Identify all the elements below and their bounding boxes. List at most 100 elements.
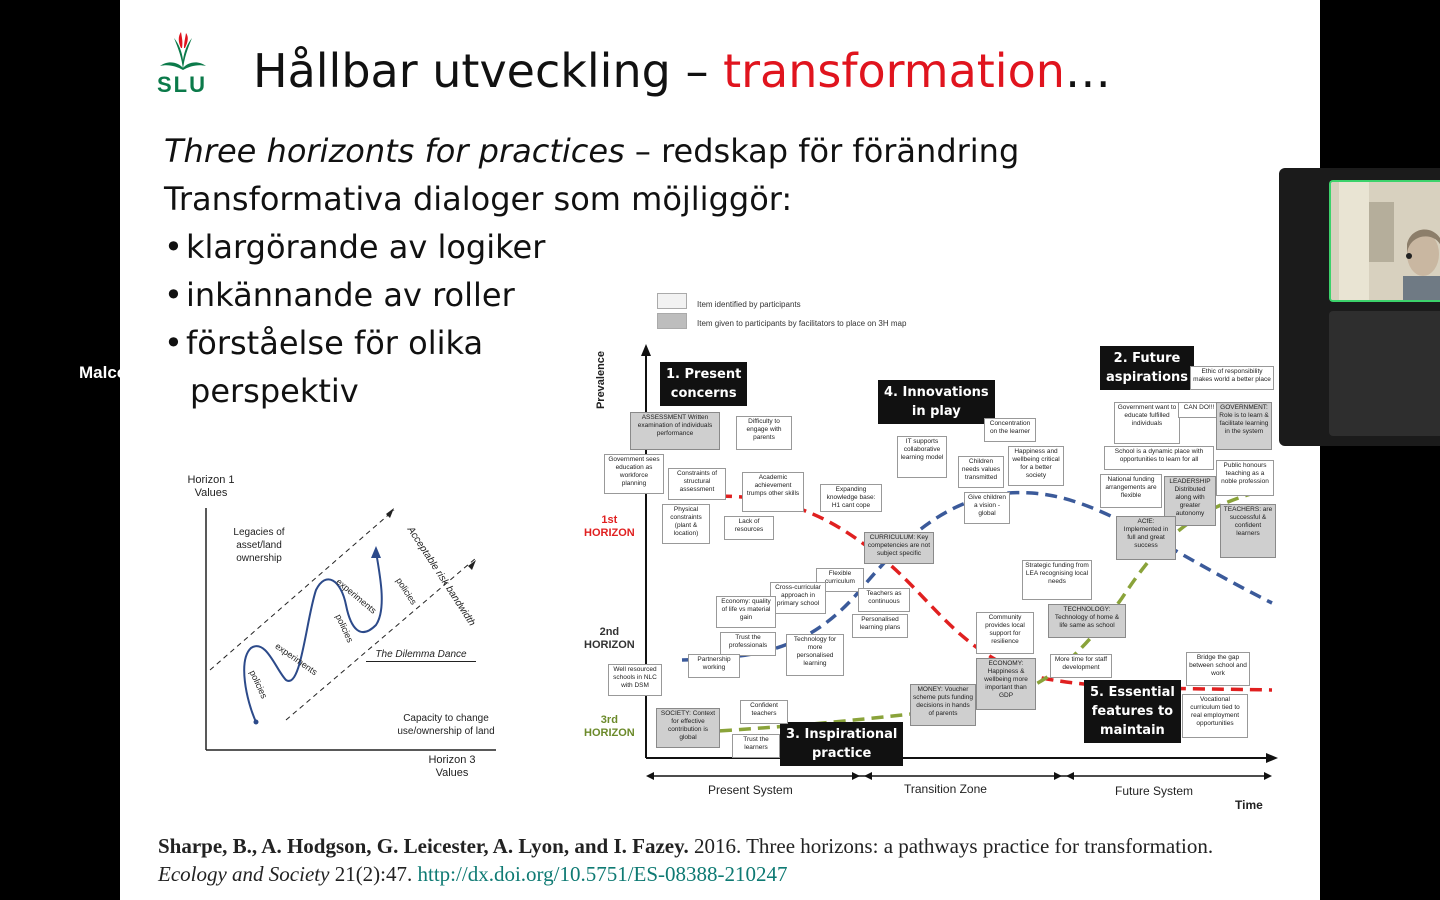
note: TEACHERS: are successful & confident lea… (1220, 504, 1276, 558)
logo-text: SLU (157, 72, 207, 97)
three-horizons-diagram: Item identified by participants Item giv… (582, 288, 1282, 818)
citation-journal: Ecology and Society (158, 862, 330, 886)
legacies-label: Legacies of asset/land ownership (233, 527, 285, 564)
horizon1-label: Horizon 1 Values (187, 474, 235, 499)
zone-present: Present System (708, 783, 793, 797)
title-main: Hållbar utveckling – (253, 44, 724, 98)
participant-video (1331, 182, 1440, 300)
note: CAN DO!!! (1178, 402, 1220, 418)
slide-title: Hållbar utveckling – transformation… (253, 44, 1111, 98)
note: Community provides local support for res… (976, 612, 1034, 654)
note: Expanding knowledge base: H1 cant cope (820, 484, 882, 512)
label-essential-features: 5. Essential features to maintain (1084, 680, 1181, 743)
note: Trust the professionals (720, 632, 776, 656)
zone-transition: Transition Zone (904, 782, 987, 796)
note: Partnership working (688, 654, 740, 678)
participant-name-tile[interactable] (1329, 311, 1440, 436)
legend-swatch-participants (657, 293, 687, 309)
bullet-3-continuation: perspektiv (190, 372, 359, 410)
participant-video-tile[interactable] (1329, 180, 1440, 302)
note: Confident teachers (740, 700, 788, 724)
bullet-text: klargörande av logiker (186, 228, 546, 266)
note: Give children a vision - global (964, 492, 1010, 524)
bullet-dot: • (164, 324, 183, 362)
note: Government sees education as workforce p… (604, 454, 664, 494)
label-innovations: 4. Innovations in play (878, 380, 995, 424)
dilemma-dance-lines (205, 508, 496, 751)
note: Physical constraints (plant & location) (662, 504, 710, 544)
note: Teachers as continuous (858, 588, 910, 612)
note: GOVERNMENT: Role is to learn & facilitat… (1216, 402, 1272, 450)
note: Economy: quality of life vs material gai… (716, 596, 776, 628)
bullet-dot: • (164, 228, 183, 266)
dilemma-label: The Dilemma Dance (366, 648, 476, 662)
note: IT supports collaborative learning model (897, 436, 947, 478)
body-line-1: Three horizonts for practices – redskap … (164, 132, 1019, 170)
label-present-concerns: 1. Present concerns (660, 362, 748, 406)
note: Cross-curricular approach in primary sch… (770, 582, 826, 614)
dilemma-dance-diagram: Horizon 1 Values Legacies of asset/land … (176, 470, 526, 790)
note: ECONOMY: Happiness & wellbeing more impo… (976, 658, 1036, 710)
bullet-3: •förståelse för olika (164, 324, 483, 362)
note: Difficulty to engage with parents (736, 416, 792, 450)
note: SOCIETY: Context for effective contribut… (656, 708, 720, 748)
note: Government want to educate fulfilled ind… (1114, 402, 1180, 444)
video-panel (1279, 168, 1440, 446)
note: More time for staff development (1050, 654, 1112, 678)
note: Concentration on the learner (984, 418, 1036, 442)
note: Children needs values transmitted (958, 456, 1004, 488)
citation-volume: 21(2):47. (329, 862, 418, 886)
note: Lack of resources (724, 516, 774, 540)
line1-italic: Three horizonts for practices (164, 132, 625, 170)
note: Bridge the gap between school and work (1186, 652, 1250, 686)
slu-logo (160, 32, 206, 70)
note: School is a dynamic place with opportuni… (1104, 446, 1214, 470)
horizon-2-label: 2nd HORIZON (584, 626, 635, 651)
note: Happiness and wellbeing critical for a b… (1008, 446, 1064, 486)
note: CURRICULUM: Key competencies are not sub… (864, 532, 934, 564)
note: MONEY: Voucher scheme puts funding decis… (910, 684, 976, 726)
horizon3-label: Horizon 3 Values (428, 754, 476, 779)
title-accent: transformation (723, 44, 1065, 98)
bullet-text: inkännande av roller (186, 276, 515, 314)
presentation-slide: SLU Hållbar utveckling – transformation…… (120, 0, 1320, 900)
y-axis-label: Prevalence (595, 350, 608, 410)
label-future-aspirations: 2. Future aspirations (1100, 346, 1195, 390)
legend-facilitators: Item given to participants by facilitato… (697, 319, 907, 328)
note: Personalised learning plans (852, 614, 908, 638)
note: Vocational curriculum tied to real emplo… (1182, 694, 1248, 738)
note: Academic achievement trumps other skills (742, 472, 804, 512)
horizon-3-label: 3rd HORIZON (584, 714, 635, 739)
line1-rest: – redskap för förändring (624, 132, 1020, 170)
citation-authors: Sharpe, B., A. Hodgson, G. Leicester, A.… (158, 834, 689, 858)
note: LEADERSHIP Distributed along with greate… (1164, 476, 1216, 526)
note: Strategic funding from LEA recognising l… (1022, 560, 1092, 600)
horizon-1-label: 1st HORIZON (584, 514, 635, 539)
note: Well resourced schools in NLC with DSM (608, 664, 662, 696)
note: TECHNOLOGY: Technology of home & life sa… (1048, 604, 1126, 638)
note: ACfE: Implemented in full and great succ… (1116, 516, 1176, 560)
zone-future: Future System (1115, 784, 1194, 798)
x-axis-label: Time (1235, 798, 1263, 812)
citation-link[interactable]: http://dx.doi.org/10.5751/ES-08388-21024… (417, 862, 788, 886)
citation: Sharpe, B., A. Hodgson, G. Leicester, A.… (158, 832, 1278, 888)
bullet-text: förståelse för olika (186, 324, 484, 362)
legend-swatch-facilitators (657, 313, 687, 329)
title-ellipsis: … (1064, 44, 1111, 98)
label-inspirational-practice: 3. Inspirational practice (780, 722, 904, 766)
note: Trust the learners (732, 734, 780, 758)
note: Constraints of structural assessment (668, 468, 726, 500)
legend-participants: Item identified by participants (697, 300, 801, 309)
body-line-2: Transformativa dialoger som möjliggör: (164, 180, 793, 218)
note: Ethic of responsibility makes world a be… (1190, 366, 1274, 390)
bullet-2: •inkännande av roller (164, 276, 515, 314)
note: Public honours teaching as a noble profe… (1216, 460, 1274, 496)
participant-name: Malcolm I (79, 363, 157, 382)
citation-year-title: 2016. Three horizons: a pathways practic… (688, 834, 1214, 858)
capacity-label: Capacity to change use/ownership of land (397, 713, 495, 737)
bullet-1: •klargörande av logiker (164, 228, 545, 266)
note: National funding arrangements are flexib… (1100, 474, 1162, 508)
note: Technology for more personalised learnin… (786, 634, 844, 676)
bullet-dot: • (164, 276, 183, 314)
note: ASSESSMENT Written examination of indivi… (630, 412, 720, 450)
